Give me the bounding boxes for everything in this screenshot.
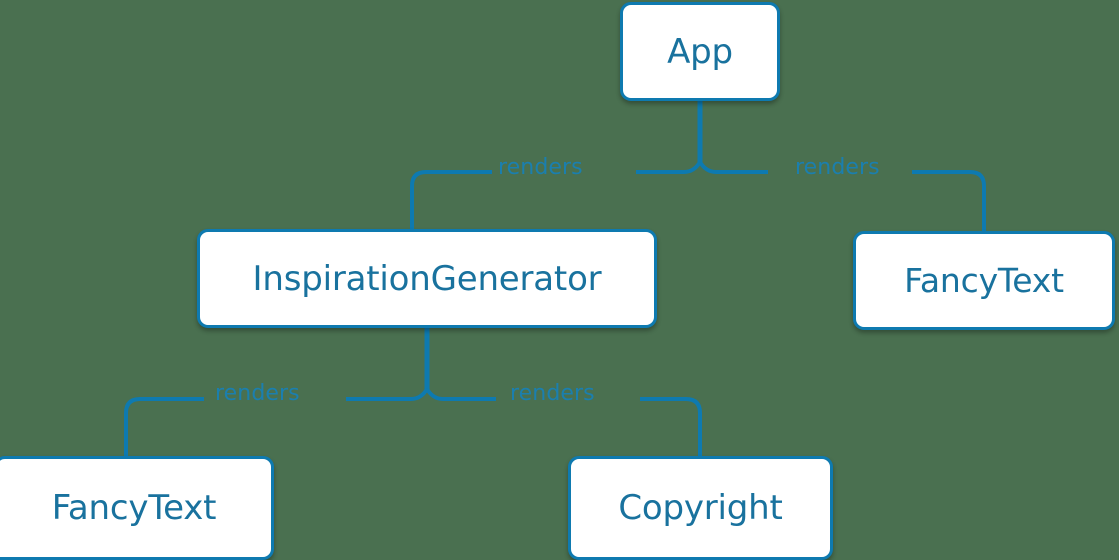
node-inspirationgenerator-label: InspirationGenerator	[252, 258, 602, 299]
edge-app-junction-left	[636, 160, 702, 174]
edge-app-to-inspgen	[410, 170, 492, 229]
node-fancytext-right[interactable]: FancyText	[853, 231, 1115, 330]
node-fancytext-left[interactable]: FancyText	[0, 456, 274, 560]
edge-label-inspirationgenerator-to-fancytext-left: renders	[215, 381, 300, 406]
node-fancytext-right-label: FancyText	[904, 261, 1064, 300]
edge-label-inspirationgenerator-to-copyright: renders	[510, 381, 595, 406]
edge-label-app-to-fancytext-right: renders	[795, 155, 880, 180]
edge-inspgen-junction-left	[346, 387, 429, 401]
node-fancytext-left-label: FancyText	[51, 488, 217, 528]
node-app-label: App	[667, 31, 733, 72]
node-copyright-label: Copyright	[618, 488, 783, 528]
edge-app-junction-right	[698, 160, 768, 174]
edge-app-to-fancytext-right	[912, 170, 986, 231]
node-inspirationgenerator[interactable]: InspirationGenerator	[197, 229, 657, 328]
edge-inspgen-to-copyright	[640, 397, 702, 456]
node-copyright[interactable]: Copyright	[568, 456, 833, 560]
edge-inspgen-junction-right	[425, 387, 496, 401]
edge-inspgen-to-fancytext-left	[124, 397, 204, 456]
edge-label-app-to-inspirationgenerator: renders	[498, 155, 583, 180]
node-app[interactable]: App	[620, 2, 780, 101]
